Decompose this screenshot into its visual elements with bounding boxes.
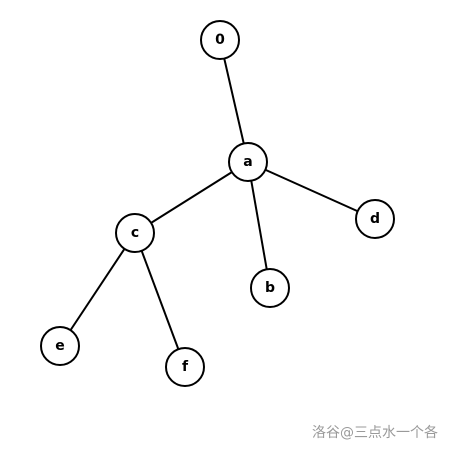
- node-circle-e: [40, 326, 80, 366]
- node-label-e: e: [55, 338, 65, 354]
- edge-c-e: [59, 232, 136, 347]
- nodes-layer: 0 a c b d e f: [40, 20, 395, 387]
- node-e: e: [40, 326, 80, 366]
- node-circle-f: [165, 347, 205, 387]
- node-c: c: [115, 213, 155, 253]
- node-b: b: [250, 268, 290, 308]
- edge-a-d: [247, 161, 376, 220]
- edges-layer: [59, 39, 376, 368]
- edge-c-f: [134, 232, 186, 368]
- node-circle-0: [200, 20, 240, 60]
- node-label-d: d: [370, 211, 380, 227]
- node-circle-c: [115, 213, 155, 253]
- node-label-b: b: [265, 280, 275, 296]
- node-f: f: [165, 347, 205, 387]
- edge-a-b: [247, 161, 271, 289]
- node-d: d: [355, 199, 395, 239]
- node-a: a: [228, 142, 268, 182]
- edge-0-a: [219, 39, 249, 163]
- node-0: 0: [200, 20, 240, 60]
- node-circle-b: [250, 268, 290, 308]
- watermark-text: 洛谷@三点水一个各: [312, 425, 438, 441]
- edge-a-c: [134, 161, 249, 234]
- node-label-c: c: [131, 225, 139, 241]
- node-circle-a: [228, 142, 268, 182]
- node-label-0: 0: [215, 32, 225, 48]
- node-label-f: f: [182, 359, 189, 375]
- node-label-a: a: [243, 154, 252, 170]
- node-circle-d: [355, 199, 395, 239]
